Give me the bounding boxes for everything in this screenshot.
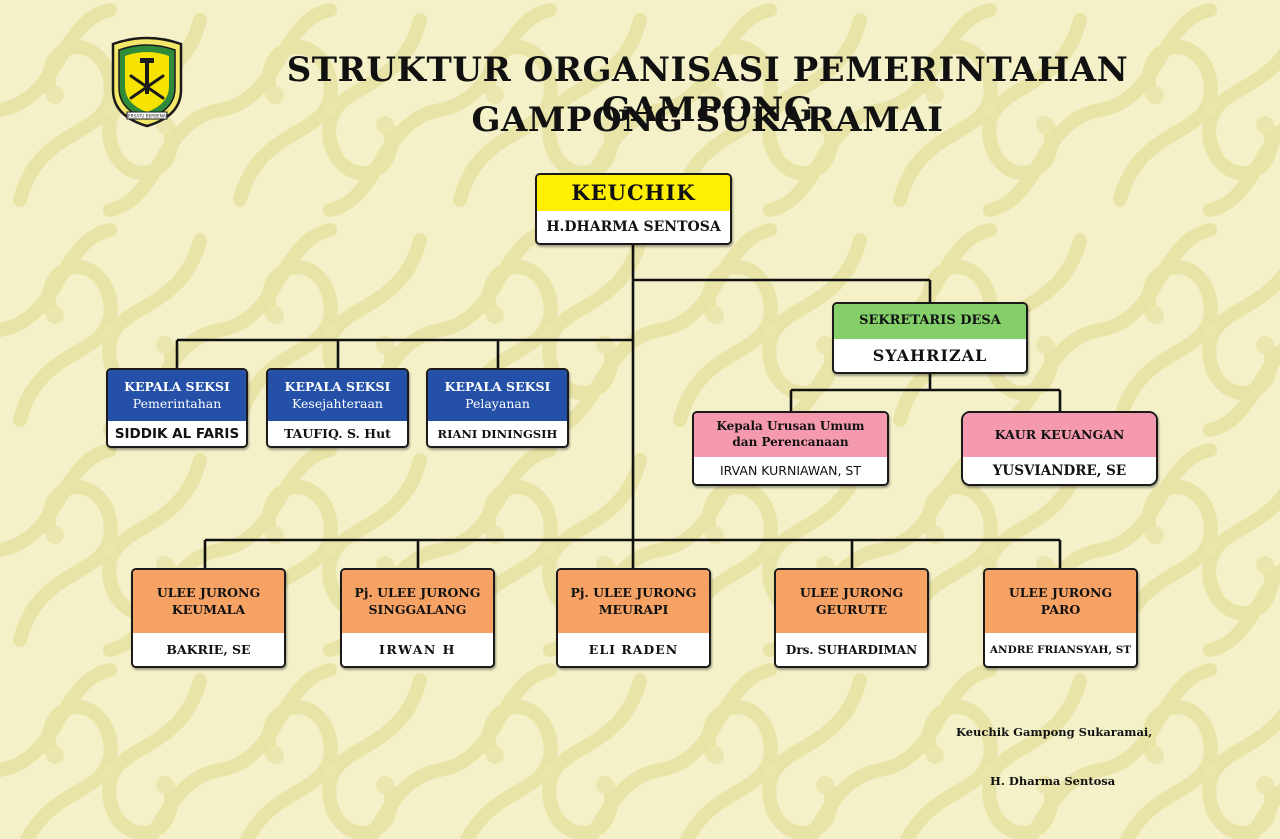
signature-title: Keuchik Gampong Sukaramai, <box>956 725 1153 739</box>
jurong-role: Pj. ULEE JURONG MEURAPI <box>558 570 709 633</box>
kasi-role-line2: Kesejahteraan <box>292 395 383 411</box>
kasi-role-line2: Pemerintahan <box>132 395 222 411</box>
kaur-role: KAUR KEUANGAN <box>963 413 1156 457</box>
kaur-name: YUSVIANDRE, SE <box>963 457 1156 484</box>
jurong-name: ANDRE FRIANSYAH, ST <box>985 633 1136 666</box>
kasi-role-line2: Pelayanan <box>465 395 530 411</box>
sekretaris-role: SEKRETARIS DESA <box>834 304 1026 339</box>
jurong-name: IRWAN H <box>342 633 493 666</box>
kaur-role-line1: Kepala Urusan Umum <box>716 419 865 434</box>
sekretaris-box: SEKRETARIS DESA SYAHRIZAL <box>832 302 1028 374</box>
jurong-role: ULEE JURONG GEURUTE <box>776 570 927 633</box>
kaur-role-line2: dan Perencanaan <box>732 435 849 449</box>
kasi-role-line1: KEPALA SEKSI <box>284 379 391 395</box>
kasi-pelayanan-box: KEPALA SEKSI Pelayanan RIANI DININGSIH <box>426 368 569 448</box>
jurong-role: Pj. ULEE JURONG SINGGALANG <box>342 570 493 633</box>
keuchik-name: H.DHARMA SENTOSA <box>537 211 730 243</box>
kasi-role: KEPALA SEKSI Kesejahteraan <box>268 370 407 421</box>
sekretaris-name: SYAHRIZAL <box>834 339 1026 372</box>
jurong-role-line1: ULEE JURONG <box>799 585 904 601</box>
jurong-meurapi-box: Pj. ULEE JURONG MEURAPI ELI RADEN <box>556 568 711 668</box>
jurong-name: Drs. SUHARDIMAN <box>776 633 927 666</box>
jurong-name: ELI RADEN <box>558 633 709 666</box>
jurong-paro-box: ULEE JURONG PARO ANDRE FRIANSYAH, ST <box>983 568 1138 668</box>
kaur-umum-box: Kepala Urusan Umum dan Perencanaan IRVAN… <box>692 411 889 486</box>
jurong-role-line1: ULEE JURONG <box>156 585 261 601</box>
kaur-name: IRVAN KURNIAWAN, ST <box>694 457 887 484</box>
gampong-logo: BERSATU BERBENAH <box>111 36 183 128</box>
jurong-keumala-box: ULEE JURONG KEUMALA BAKRIE, SE <box>131 568 286 668</box>
kasi-role: KEPALA SEKSI Pelayanan <box>428 370 567 421</box>
jurong-name: BAKRIE, SE <box>133 633 284 666</box>
kaur-keuangan-box: KAUR KEUANGAN YUSVIANDRE, SE <box>961 411 1158 486</box>
jurong-role-line1: Pj. ULEE JURONG <box>354 585 481 601</box>
kasi-role: KEPALA SEKSI Pemerintahan <box>108 370 246 421</box>
kasi-pemerintahan-box: KEPALA SEKSI Pemerintahan SIDDIK AL FARI… <box>106 368 248 448</box>
kasi-name: TAUFIQ. S. Hut <box>268 421 407 446</box>
jurong-role-line2: KEUMALA <box>171 601 246 617</box>
kaur-role: Kepala Urusan Umum dan Perencanaan <box>694 413 887 457</box>
kasi-role-line1: KEPALA SEKSI <box>444 379 551 395</box>
jurong-role-line2: SINGGALANG <box>368 601 467 617</box>
jurong-singgalang-box: Pj. ULEE JURONG SINGGALANG IRWAN H <box>340 568 495 668</box>
kasi-kesejahteraan-box: KEPALA SEKSI Kesejahteraan TAUFIQ. S. Hu… <box>266 368 409 448</box>
kasi-role-line1: KEPALA SEKSI <box>124 379 230 395</box>
jurong-role-line1: Pj. ULEE JURONG <box>570 585 697 601</box>
page-subtitle: GAMPONG SUKARAMAI <box>471 100 944 140</box>
signature-name: H. Dharma Sentosa <box>990 774 1116 788</box>
page-title: STRUKTUR ORGANISASI PEMERINTAHAN GAMPONG <box>286 50 1129 130</box>
keuchik-box: KEUCHIK H.DHARMA SENTOSA <box>535 173 732 245</box>
jurong-role: ULEE JURONG KEUMALA <box>133 570 284 633</box>
jurong-role-line2: PARO <box>1040 601 1081 617</box>
kasi-name: SIDDIK AL FARIS <box>108 421 246 446</box>
jurong-role: ULEE JURONG PARO <box>985 570 1136 633</box>
keuchik-role: KEUCHIK <box>537 175 730 211</box>
jurong-geurute-box: ULEE JURONG GEURUTE Drs. SUHARDIMAN <box>774 568 929 668</box>
jurong-role-line2: GEURUTE <box>815 601 888 617</box>
kasi-name: RIANI DININGSIH <box>428 421 567 446</box>
jurong-role-line2: MEURAPI <box>598 601 669 617</box>
jurong-role-line1: ULEE JURONG <box>1008 585 1113 601</box>
svg-text:BERSATU BERBENAH: BERSATU BERBENAH <box>125 114 169 119</box>
